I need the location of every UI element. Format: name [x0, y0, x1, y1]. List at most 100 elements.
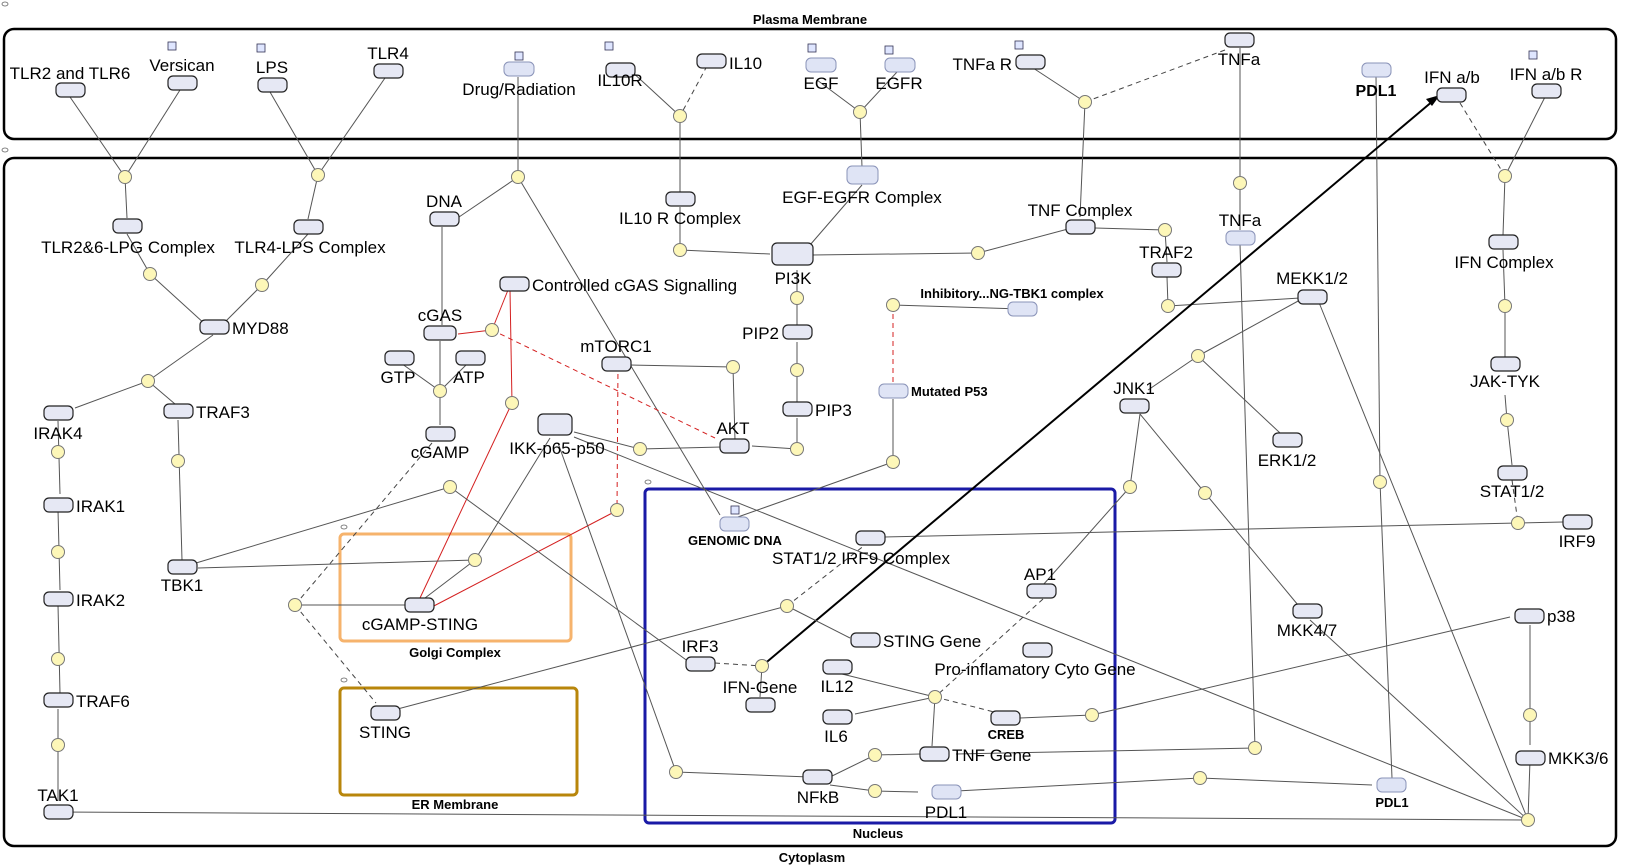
node-atp[interactable]: ATP — [453, 350, 486, 387]
node-ifn-complex[interactable]: IFN Complex — [1454, 234, 1554, 272]
node-jnk1[interactable]: JNK1 — [1113, 379, 1155, 414]
node-pro-inflamatory-gene[interactable]: Pro-inflamatory Cyto Gene — [934, 642, 1136, 679]
node-ifn-gene[interactable]: IFN-Gene — [723, 678, 798, 713]
node-label: LPS — [256, 58, 288, 77]
node-ifn-ab[interactable]: IFN a/b — [1424, 68, 1480, 103]
compartment-golgi[interactable] — [338, 532, 573, 643]
node-mekk12[interactable]: MEKK1/2 — [1276, 269, 1348, 305]
node-cgas[interactable]: cGAS — [418, 306, 462, 341]
node-il10[interactable]: IL10 — [696, 53, 762, 73]
node-tak1[interactable]: TAK1 — [37, 786, 79, 820]
node-il12[interactable]: IL12 — [820, 659, 854, 696]
node-pi3k[interactable]: PI3K — [771, 242, 814, 288]
node-cgamp-sting[interactable]: cGAMP-STING — [362, 597, 478, 634]
node-jak-tyk[interactable]: JAK-TYK — [1470, 356, 1541, 391]
node-label: EGFR — [875, 74, 922, 93]
node-tnfa-cyto[interactable]: TNFa — [1219, 211, 1262, 246]
node-tlr4[interactable]: TLR4 — [367, 44, 409, 79]
node-cgamp[interactable]: cGAMP — [411, 426, 470, 462]
node-label: MKK3/6 — [1548, 749, 1608, 768]
node-label: MYD88 — [232, 319, 289, 338]
compartment-nucleus[interactable] — [643, 487, 1117, 825]
node-label: GTP — [381, 368, 416, 387]
node-gtp[interactable]: GTP — [381, 350, 416, 387]
node-pdl1-cytoplasm[interactable]: PDL1 — [1375, 777, 1409, 810]
node-label: IL6 — [824, 727, 848, 746]
node-label: Controlled cGAS Signalling — [532, 276, 737, 295]
node-label: PIP2 — [742, 324, 779, 343]
node-p38[interactable]: p38 — [1514, 607, 1575, 626]
node-erk12[interactable]: ERK1/2 — [1258, 432, 1317, 470]
node-genomic-dna[interactable]: GENOMIC DNA — [688, 516, 783, 548]
node-irf9[interactable]: IRF9 — [1559, 514, 1596, 551]
compartment-cytoplasm[interactable] — [2, 156, 1618, 848]
node-label: IL10 R Complex — [619, 209, 741, 228]
compartment-plasma-membrane[interactable] — [2, 27, 1618, 141]
node-label: IFN a/b — [1424, 68, 1480, 87]
node-inhibitory-complex[interactable]: Inhibitory...NG-TBK1 complex — [920, 286, 1104, 317]
node-nfkb[interactable]: NFkB — [797, 769, 840, 807]
node-label: MEKK1/2 — [1276, 269, 1348, 288]
node-label: MKK4/7 — [1277, 621, 1337, 640]
node-il10r-complex[interactable]: IL10 R Complex — [619, 191, 741, 228]
node-irak1[interactable]: IRAK1 — [43, 497, 125, 516]
node-traf2[interactable]: TRAF2 — [1139, 243, 1193, 278]
node-egf[interactable]: EGF — [804, 57, 839, 93]
node-tnf-complex[interactable]: TNF Complex — [1028, 201, 1133, 235]
compartment-er[interactable] — [338, 686, 579, 797]
node-label: JNK1 — [1113, 379, 1155, 398]
node-versican[interactable]: Versican — [149, 56, 215, 91]
node-irf3[interactable]: IRF3 — [682, 637, 719, 672]
node-tlr4-lps-complex[interactable]: TLR4-LPS Complex — [234, 219, 386, 257]
node-myd88[interactable]: MYD88 — [199, 319, 289, 338]
node-tnfa-r[interactable]: TNFa R — [953, 54, 1046, 74]
node-egfr[interactable]: EGFR — [875, 57, 923, 93]
node-label: IL10R — [597, 71, 642, 90]
node-akt[interactable]: AKT — [716, 419, 750, 454]
node-tlr26-lpg-complex[interactable]: TLR2&6-LPG Complex — [41, 218, 215, 257]
node-sting[interactable]: STING — [359, 705, 411, 742]
node-ap1[interactable]: AP1 — [1024, 565, 1057, 599]
node-lps[interactable]: LPS — [256, 58, 288, 93]
node-irak4[interactable]: IRAK4 — [33, 405, 83, 443]
node-il10r[interactable]: IL10R — [597, 62, 643, 90]
node-mtorc1[interactable]: mTORC1 — [580, 337, 652, 372]
node-label: EGF — [804, 74, 839, 93]
compartment-marker-icon — [1, 1, 652, 683]
node-traf3[interactable]: TRAF3 — [163, 403, 250, 422]
node-il6[interactable]: IL6 — [822, 709, 853, 746]
node-label: p38 — [1547, 607, 1575, 626]
node-tbk1[interactable]: TBK1 — [161, 559, 204, 595]
node-mutated-p53[interactable]: Mutated P53 — [878, 383, 988, 399]
node-label: STING — [359, 723, 411, 742]
node-mkk47[interactable]: MKK4/7 — [1277, 603, 1337, 640]
node-ifn-ab-r[interactable]: IFN a/b R — [1510, 65, 1583, 99]
node-controlled-cgas[interactable]: Controlled cGAS Signalling — [499, 276, 737, 295]
node-pip2[interactable]: PIP2 — [742, 324, 813, 343]
node-pdl1-top[interactable]: PDL1 — [1356, 62, 1397, 100]
node-dna[interactable]: DNA — [426, 192, 463, 227]
node-drug-radiation[interactable]: Drug/Radiation — [462, 61, 576, 99]
node-sting-gene[interactable]: STING Gene — [850, 632, 981, 651]
node-pip3[interactable]: PIP3 — [782, 401, 852, 420]
node-tlr2-tlr6[interactable]: TLR2 and TLR6 — [10, 64, 131, 98]
node-tnf-gene[interactable]: TNF Gene — [919, 746, 1031, 765]
node-egf-egfr-complex[interactable]: EGF-EGFR Complex — [782, 165, 942, 207]
node-label: GENOMIC DNA — [688, 533, 783, 548]
node-mkk36[interactable]: MKK3/6 — [1515, 749, 1608, 768]
node-label: TNFa — [1219, 211, 1262, 230]
node-label: JAK-TYK — [1470, 372, 1541, 391]
node-tnfa-top[interactable]: TNFa — [1218, 32, 1261, 69]
node-pdl1-nucleus[interactable]: PDL1 — [925, 784, 968, 822]
node-stat12-irf9-complex[interactable]: STAT1/2 IRF9 Complex — [772, 530, 950, 568]
node-creb[interactable]: CREB — [988, 710, 1025, 742]
node-traf6[interactable]: TRAF6 — [43, 692, 130, 711]
node-stat12[interactable]: STAT1/2 — [1480, 465, 1545, 501]
node-label: AP1 — [1024, 565, 1056, 584]
node-ikk-p65-p50[interactable]: IKK-p65-p50 — [509, 413, 605, 458]
node-label: ERK1/2 — [1258, 451, 1317, 470]
compartment-title-er: ER Membrane — [412, 797, 499, 812]
node-label: TNF Gene — [952, 746, 1031, 765]
node-irak2[interactable]: IRAK2 — [43, 591, 125, 610]
